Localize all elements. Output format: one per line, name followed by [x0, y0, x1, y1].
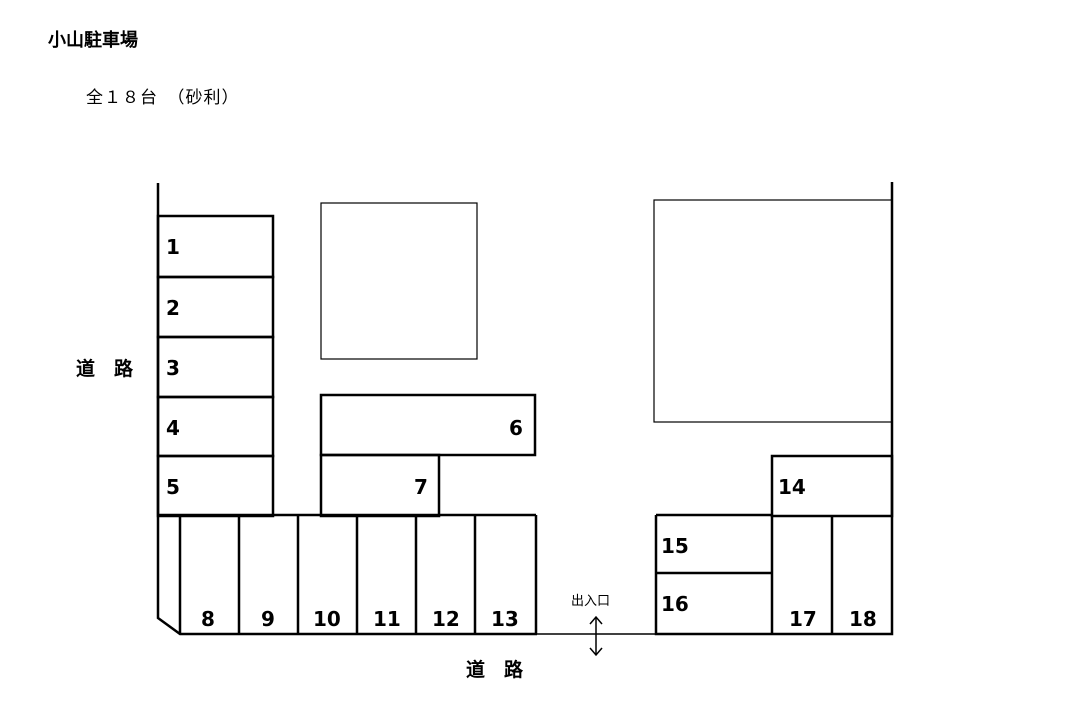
space-label: 18: [849, 607, 877, 631]
entrance-label: 出入口: [571, 594, 610, 609]
space-label: 3: [166, 356, 180, 380]
space-label: 11: [373, 607, 401, 631]
road-label-bottom: 道 路: [466, 658, 524, 681]
space-label: 13: [491, 607, 519, 631]
road-label-left: 道 路: [76, 357, 134, 380]
space-label: 17: [789, 607, 817, 631]
space-6: [319, 393, 537, 457]
space-label: 10: [313, 607, 341, 631]
building-right: [653, 199, 893, 423]
space-label: 14: [778, 475, 806, 499]
space-label: 15: [661, 534, 689, 558]
space-label: 9: [261, 607, 275, 631]
capacity-label: 全１８台 （砂利）: [86, 88, 240, 108]
entrance-arrow-icon: [589, 615, 603, 657]
building-center: [320, 202, 478, 360]
space-label: 7: [414, 475, 428, 499]
right-boundary: [654, 182, 894, 636]
space-label: 6: [509, 416, 523, 440]
space-label: 1: [166, 235, 180, 259]
space-label: 2: [166, 296, 180, 320]
space-label: 5: [166, 475, 180, 499]
space-label: 16: [661, 592, 689, 616]
space-label: 12: [432, 607, 460, 631]
left-boundary: [156, 183, 537, 636]
page-title: 小山駐車場: [48, 30, 138, 51]
space-label: 8: [201, 607, 215, 631]
space-label: 4: [166, 416, 180, 440]
